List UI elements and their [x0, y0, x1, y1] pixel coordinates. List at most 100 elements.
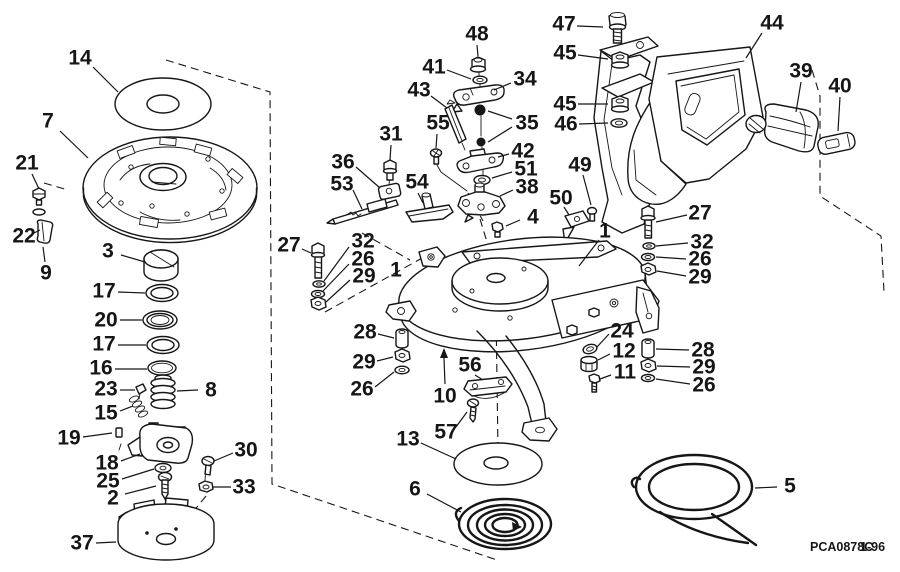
leader-line-42: [497, 153, 510, 158]
callout-36: 36: [331, 151, 354, 174]
callout-30: 30: [234, 439, 257, 462]
callout-8: 8: [205, 379, 217, 402]
part-7-flywheel-ratchet-plate: [82, 136, 258, 244]
leader-line-53: [352, 189, 363, 210]
leader-line-19: [82, 432, 113, 438]
callout-22: 22: [12, 225, 35, 248]
leader-line-8: [176, 389, 199, 392]
callout-23: 23: [94, 378, 117, 401]
callout-32b: 32: [690, 231, 713, 254]
callout-44: 44: [760, 12, 784, 35]
arrowhead-10: [440, 348, 448, 358]
leader-line-36: [355, 166, 381, 189]
callout-1b: 1: [390, 259, 402, 282]
leader-line-35: [487, 126, 513, 143]
leader-line-55: [435, 133, 438, 149]
leader-line-32b: [655, 242, 689, 247]
callout-3: 3: [102, 240, 114, 263]
leader-line-40: [837, 96, 841, 132]
leader-line-32a: [323, 246, 350, 282]
part-13-washer-disc: [453, 442, 543, 486]
leader-line-30: [213, 452, 234, 462]
callout-46: 46: [554, 113, 577, 136]
part-46-washer: [610, 118, 628, 128]
part-3-bushing-cup: [143, 249, 179, 282]
leader-line-13: [420, 442, 457, 460]
callout-14: 14: [68, 47, 92, 70]
callout-26d: 26: [350, 378, 373, 401]
leader-line-38: [499, 189, 514, 197]
part-47-bolt: [608, 12, 627, 44]
leader-line-29d: [376, 356, 394, 362]
part-39-starter-handle: [745, 103, 819, 153]
leader-line-21: [31, 173, 40, 190]
callout-54: 54: [405, 171, 429, 194]
part-45-nut-lower: [610, 95, 630, 113]
callout-28b: 28: [691, 339, 715, 362]
callout-40: 40: [828, 75, 851, 98]
part-28-spacer-left: [395, 328, 409, 349]
part-32-washer-left: [312, 280, 326, 288]
part-40-anchor-plate: [817, 131, 856, 155]
callout-51: 51: [514, 158, 538, 181]
part-24-ring: [582, 343, 598, 355]
part-53-starter-lockout-rod: [326, 198, 399, 225]
leader-line-56: [474, 374, 484, 381]
date-code: 1-96: [860, 540, 885, 554]
leader-line-28a: [377, 333, 395, 339]
part-42-lever: [456, 148, 505, 174]
callout-1a: 1: [599, 220, 611, 243]
part-45-nut-upper: [610, 51, 630, 69]
leader-line-1a: [578, 239, 600, 267]
leader-line-15: [119, 405, 134, 412]
part-49-screw: [586, 206, 598, 222]
callout-12: 12: [612, 340, 635, 363]
part-29-nut-left-mount: [394, 348, 411, 363]
part-22-retainer-clip: [36, 219, 54, 244]
part-18-pawl-housing: [127, 422, 194, 464]
callout-27b: 27: [688, 202, 711, 225]
callout-2: 2: [107, 487, 119, 510]
callout-24: 24: [610, 320, 634, 343]
part-26-washer-right: [640, 252, 656, 262]
leader-line-35: [487, 110, 513, 120]
callout-32a: 32: [351, 230, 374, 253]
leader-line-2: [124, 485, 157, 495]
callout-47: 47: [552, 13, 575, 36]
callout-50: 50: [549, 187, 572, 210]
leader-line-26a: [322, 263, 350, 292]
callout-55: 55: [426, 112, 450, 135]
callout-21: 21: [15, 152, 39, 175]
callout-43: 43: [407, 79, 430, 102]
leader-line-51: [491, 171, 513, 179]
part-56-clamp-plate: [463, 376, 513, 399]
part-44-starter-cover: [648, 46, 764, 184]
part-27-bolt-left: [310, 242, 326, 279]
callout-29d: 29: [352, 351, 375, 374]
callout-56: 56: [458, 354, 481, 377]
part-36-clip-plate: [377, 182, 402, 201]
callout-37: 37: [70, 532, 93, 555]
callout-18: 18: [95, 452, 119, 475]
callout-26b: 26: [688, 248, 711, 271]
leader-line-48: [476, 44, 479, 57]
leader-line-5: [754, 486, 778, 489]
part-26-washer-left-mount: [394, 365, 410, 375]
callout-45b: 45: [553, 93, 577, 116]
leader-line-41: [446, 69, 472, 80]
leader-line-3: [120, 254, 146, 263]
leader-line-43: [430, 95, 448, 109]
callout-6: 6: [409, 478, 421, 501]
leader-line-7: [59, 130, 89, 159]
part-31-screw: [382, 159, 398, 181]
part-37-starter-cup: [117, 497, 215, 561]
part-26-washer-right-mount: [640, 373, 656, 383]
part-8-coil-spring: [150, 374, 176, 410]
part-23-pawl-pin: [135, 383, 147, 400]
callout-39: 39: [789, 60, 812, 83]
part-12-nut: [580, 355, 598, 373]
leader-line-50: [563, 206, 570, 216]
leader-line-31: [389, 144, 392, 161]
part-54-wedge: [405, 192, 454, 223]
